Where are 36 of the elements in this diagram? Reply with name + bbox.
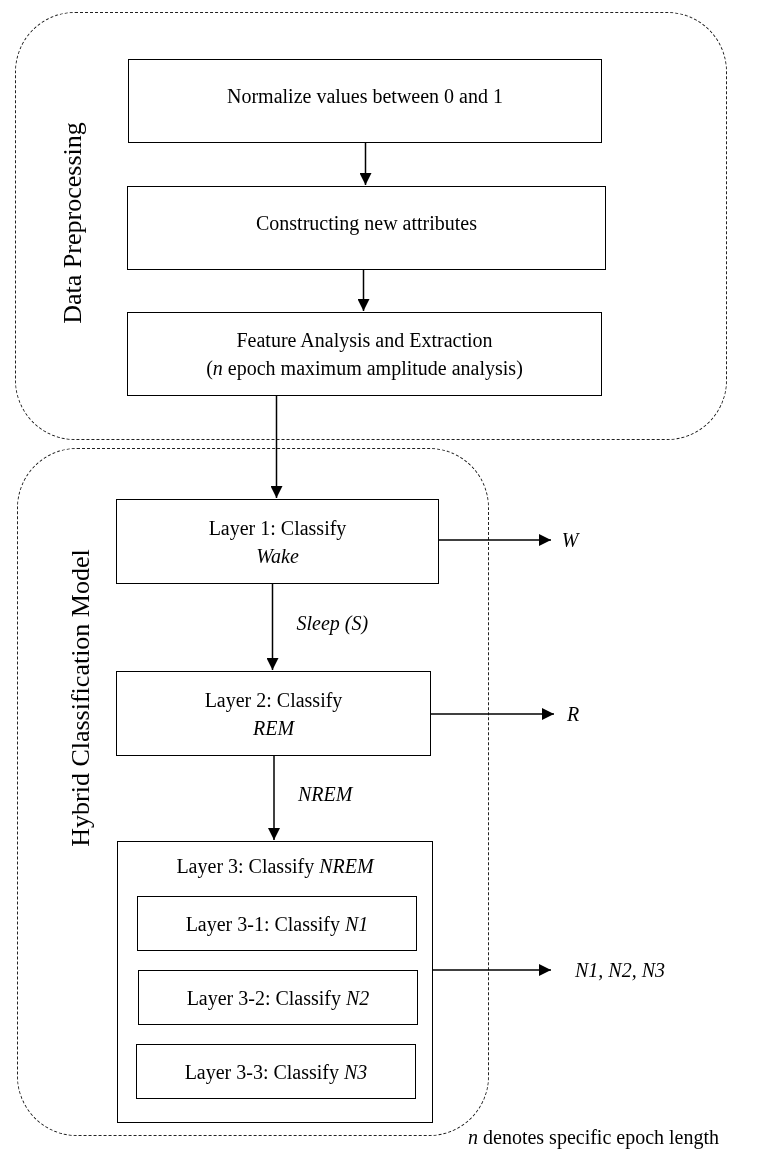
arrow [437,534,552,546]
node-text: REM [252,715,295,741]
node-text: W [561,528,579,553]
process-box [136,1044,416,1099]
arrow [429,708,555,720]
arrow [268,754,280,841]
node-text: Layer 3-2: Classify N2 [186,985,370,1012]
node-text: Normalize values between 0 and 1 [227,84,503,109]
node-text: Layer 3-1: Classify N1 [185,911,369,938]
node-text: R [566,702,580,727]
arrow [270,394,283,499]
node-text: N1, N2, N3 [575,958,665,983]
arrow [359,141,372,186]
process-box [116,671,431,756]
node-text: Layer 3: Classify NREM [176,854,374,880]
group-title: Hybrid Classification Model [66,549,96,847]
node-text: Layer 1: Classify [208,515,347,542]
process-box [116,499,439,584]
node-text: Feature Analysis and Extraction [236,328,493,354]
process-box [127,186,606,270]
process-box [137,896,417,951]
node-text: Wake [256,543,299,569]
dashed-group-frame [15,12,727,440]
process-box [117,841,433,1123]
arrow [357,268,370,312]
node-text: Layer 3-3: Classify N3 [184,1059,368,1086]
node-text: Constructing new attributes [255,211,478,237]
arrow [431,964,552,976]
process-box [128,59,602,143]
node-text: Layer 2: Classify [204,687,343,714]
group-title: Data Preprocessing [58,122,88,324]
footnote: n denotes specific epoch length [468,1126,720,1149]
process-box [138,970,418,1025]
arrow [266,582,279,671]
process-box [127,312,602,396]
node-text: (n epoch maximum amplitude analysis) [206,356,523,382]
